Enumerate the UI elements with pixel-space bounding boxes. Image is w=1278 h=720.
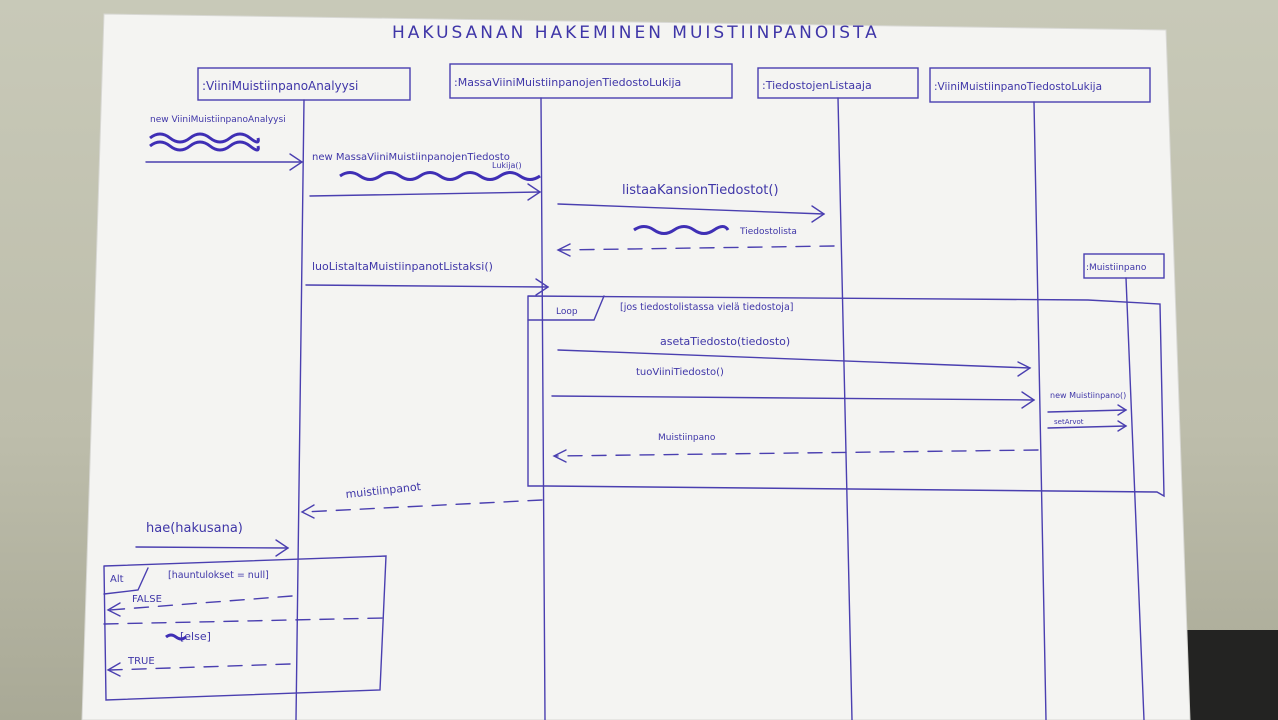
participant-massa-lukija: :MassaViiniMuistiinpanojenTiedostoLukija	[449, 63, 733, 99]
arrow-listaa	[557, 203, 825, 215]
arrow-luo	[305, 284, 549, 288]
msg-set-arvot: setArvot	[1054, 418, 1084, 426]
loop-guard: [jos tiedostolistassa vielä tiedostoja]	[620, 302, 793, 313]
return-false	[109, 595, 293, 611]
lifeline-massa-lukija	[540, 97, 546, 720]
msg-listaa: listaaKansionTiedostot()	[622, 183, 779, 198]
participant-tiedosto-lukija-label: :ViiniMuistiinpanoTiedostoLukija	[934, 81, 1102, 93]
arrow-hae	[135, 546, 289, 549]
msg-muistiinpano-return: Muistiinpano	[658, 433, 716, 443]
return-muistiinpano	[555, 449, 1039, 457]
participant-analyysi-label: :ViiniMuistiinpanoAnalyysi	[202, 79, 358, 93]
arrow-set-arvot	[1047, 425, 1127, 429]
return-true	[109, 663, 291, 671]
background-shadow	[1180, 630, 1278, 720]
msg-luo: luoListaltaMuistiinpanotListaksi()	[312, 260, 493, 273]
return-tiedostolista	[559, 245, 835, 251]
msg-create-analyysi: new ViiniMuistiinpanoAnalyysi	[150, 115, 286, 125]
alt-tag: Alt	[110, 574, 124, 585]
msg-aseta: asetaTiedosto(tiedosto)	[660, 335, 790, 348]
msg-tuo: tuoViiniTiedosto()	[636, 367, 724, 378]
paper-sheet	[81, 13, 1191, 720]
else-guard: [else]	[180, 630, 211, 643]
lifeline-listaaja	[837, 97, 853, 720]
alt-frame: Alt [hauntulokset = null] [else]	[103, 555, 387, 701]
lifeline-analyysi	[295, 99, 305, 720]
msg-new-muistiinpano: new Muistiinpano()	[1050, 391, 1126, 400]
return-muistiinpanot	[303, 499, 543, 513]
alt-guard: [hauntulokset = null]	[168, 570, 269, 581]
participant-listaaja-label: :TiedostojenListaaja	[762, 79, 872, 92]
lifeline-muistiinpano	[1125, 277, 1145, 720]
loop-frame: Loop [jos tiedostolistassa vielä tiedost…	[527, 295, 1165, 498]
diagram-title: HAKUSANAN HAKEMINEN MUISTIINPANOISTA	[392, 23, 880, 43]
participant-massa-lukija-label: :MassaViiniMuistiinpanojenTiedostoLukija	[454, 76, 681, 89]
loop-tag: Loop	[556, 307, 578, 317]
crossed-out-text-4	[165, 633, 187, 641]
msg-false-return: FALSE	[132, 594, 162, 605]
lifeline-tiedosto-lukija	[1033, 101, 1047, 720]
crossed-out-text-2	[339, 171, 541, 181]
participant-tiedosto-lukija: :ViiniMuistiinpanoTiedostoLukija	[929, 67, 1151, 103]
msg-create-massa: new MassaViiniMuistiinpanojenTiedosto	[312, 152, 510, 163]
crossed-out-text-3	[633, 225, 730, 235]
arrow-new-muistiinpano	[1047, 409, 1127, 413]
msg-true-return: TRUE	[127, 656, 155, 667]
msg-tiedostolista: Tiedostolista	[739, 227, 797, 237]
arrow-aseta	[557, 349, 1031, 369]
participant-muistiinpano-label: :Muistiinpano	[1086, 263, 1147, 273]
msg-create-massa-2: Lukija()	[492, 161, 522, 170]
crossed-out-text	[149, 132, 260, 152]
msg-hae: hae(hakusana)	[146, 521, 243, 536]
participant-muistiinpano: :Muistiinpano	[1083, 253, 1165, 279]
arrow-create-massa	[309, 191, 541, 197]
arrow-tuo	[551, 395, 1035, 401]
